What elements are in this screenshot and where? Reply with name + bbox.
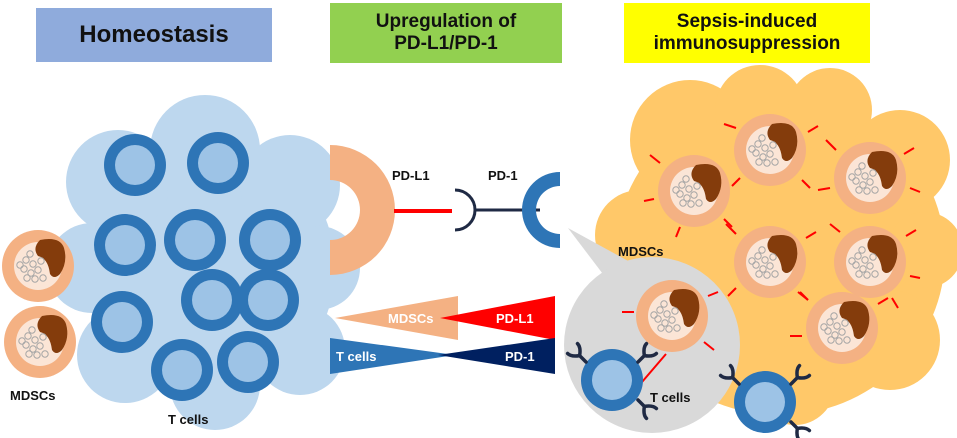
wedge-pd-l1-label: PD-L1: [496, 311, 534, 326]
t-cell-icon: [94, 214, 156, 276]
mdsc-icon: [817, 139, 921, 215]
upregulation-title-line1: Upregulation of: [375, 11, 517, 33]
t-cells-right-label: T cells: [650, 390, 691, 405]
mdsc-icon: [622, 279, 719, 383]
t-cells-wedge: [330, 338, 455, 374]
upregulation-title: Upregulation of PD-L1/PD-1: [330, 3, 562, 63]
mdscs-left-label: MDSCs: [10, 388, 56, 403]
pd-1-wedge: [438, 338, 555, 374]
sepsis-title: Sepsis-induced immunosuppression: [624, 3, 870, 63]
mdsc-icon: [3, 305, 77, 379]
sepsis-title-line1: Sepsis-induced: [676, 11, 818, 33]
upregulation-title-line2: PD-L1/PD-1: [394, 33, 498, 54]
t-cell-icon: [237, 269, 299, 331]
t-cells-left-label: T cells: [168, 412, 209, 427]
wedge-pd-1-label: PD-1: [505, 349, 535, 364]
mdsc-icon: [1, 229, 75, 303]
homeostasis-mdscs: [1, 229, 77, 379]
t-cell-icon: [164, 209, 226, 271]
mdsc-icon: [829, 223, 921, 309]
wedge-t-cells-label: T cells: [336, 349, 377, 364]
t-cell-icon: [239, 209, 301, 271]
homeostasis-title-text: Homeostasis: [79, 21, 229, 49]
t-cell-icon: [181, 269, 243, 331]
t-cell-icon: [151, 339, 213, 401]
pd-1-receptor-cup: [522, 172, 560, 248]
mdsc-icon: [723, 113, 819, 189]
wedge-mdscs-label: MDSCs: [388, 311, 434, 326]
t-cell-icon: [187, 132, 249, 194]
sepsis-mdscs: [622, 113, 921, 383]
sepsis-title-line2: immunosuppression: [653, 33, 841, 54]
pd-1-label: PD-1: [488, 168, 518, 183]
mdscs-right-label: MDSCs: [618, 244, 664, 259]
t-cell-icon: [104, 134, 166, 196]
pd-l1-receptor-icon: [330, 145, 395, 275]
t-cell-icon: [91, 291, 153, 353]
mdsc-icon: [790, 291, 889, 365]
mdsc-icon: [643, 154, 733, 238]
pd-l1-label: PD-L1: [392, 168, 430, 183]
homeostasis-title: Homeostasis: [36, 8, 272, 62]
pd-l1-wedge: [440, 296, 555, 340]
t-cell-icon: [217, 331, 279, 393]
mdscs-wedge: [335, 296, 458, 340]
